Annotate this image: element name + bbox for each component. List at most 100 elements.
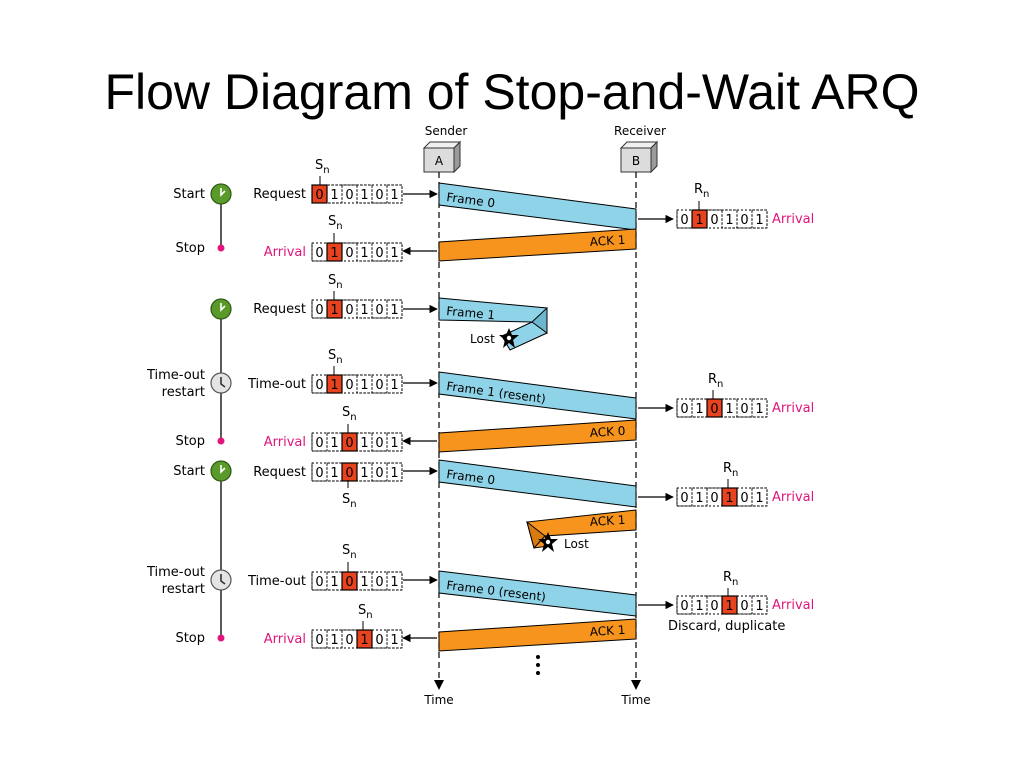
sender-row-label: Time-out [247,574,306,589]
ack-band-lost: ACK 1 Lost [526,509,637,552]
seq-bit: 0 [680,402,688,417]
discard-note: Discard, duplicate [668,619,785,634]
message-label: ACK 0 [589,424,625,440]
receiver-row-label: Arrival [772,401,814,416]
stop-dot [217,437,225,445]
sender-time-arrowhead [434,680,444,690]
seq-bit: 0 [345,188,353,203]
svg-text:Sn: Sn [342,405,357,423]
slide-title: Flow Diagram of Stop-and-Wait ARQ [104,64,920,120]
sender-row-label: Arrival [264,435,306,450]
seq-bit: 1 [330,575,338,590]
rn-label: Rn [708,372,723,399]
event-restart-label: restart [162,385,205,400]
message-label: ACK 1 [589,623,625,639]
seq-bit: 1 [390,466,398,481]
seq-bit: 1 [755,491,763,506]
seq-bit: 1 [725,213,733,228]
sn-label: Sn [358,603,373,630]
seq-bit: 0 [315,466,323,481]
sn-label: Sn [328,214,343,243]
event-stop-label: Stop [175,434,205,449]
seq-bit: 1 [330,378,338,393]
frame-band: Frame 0 [438,459,637,508]
seq-bit: 1 [390,303,398,318]
seq-bit: 0 [680,491,688,506]
seq-bit: 1 [330,633,338,648]
seq-cell [751,487,768,507]
stop-dot [217,634,225,642]
sn-label: Sn [342,405,357,433]
seq-bit: 1 [330,246,338,261]
seq-bit: 1 [695,599,703,614]
svg-text:Rn: Rn [694,182,709,200]
seq-bit: 1 [360,303,368,318]
seq-bit: 1 [755,213,763,228]
message-label: Frame 1 [446,304,496,322]
seq-cell [386,184,403,204]
seq-bit: 1 [330,436,338,451]
frame-band-lost: Frame 1 Lost [438,297,548,351]
seq-bit: 0 [375,633,383,648]
seq-bit: 1 [755,402,763,417]
seq-bit: 0 [710,599,718,614]
svg-text:Sn: Sn [328,348,343,366]
seq-bit: 1 [360,246,368,261]
seq-bit: 0 [375,436,383,451]
svg-text:Sn: Sn [328,214,343,232]
seq-bit: 1 [725,491,733,506]
seq-cell [386,571,403,591]
seq-cell [386,462,403,482]
receiver-row-label: Arrival [772,490,814,505]
message-label: ACK 1 [589,233,625,249]
sn-label: Sn [328,348,343,375]
message-label: Frame 0 [446,467,496,487]
svg-text:Sn: Sn [315,158,330,176]
event-start-label: Start [173,187,205,202]
event-stop-label: Stop [175,241,205,256]
svg-text:Sn: Sn [342,543,357,561]
svg-text:Sn: Sn [342,492,357,510]
seq-bit: 0 [315,246,323,261]
seq-bit: 1 [360,188,368,203]
seq-bit: 0 [375,246,383,261]
seq-bit: 1 [390,378,398,393]
seq-cell [386,242,403,262]
timeout-clock-icon [210,569,232,591]
receiver-label: Receiver [614,124,666,138]
sender-box: A [422,140,462,174]
rn-label: Rn [723,461,738,488]
receiver-time-label: Time [620,693,650,707]
seq-bit: 0 [315,188,323,203]
seq-bit: 0 [740,599,748,614]
event-stop-label: Stop [175,631,205,646]
seq-bit: 1 [390,246,398,261]
sn-label: Sn [328,273,343,300]
seq-bit: 0 [315,633,323,648]
seq-bit: 0 [345,378,353,393]
seq-bit: 1 [390,633,398,648]
start-clock-icon [210,298,232,320]
continuation-dots [536,655,540,675]
lost-label: Lost [564,537,589,551]
rn-label: Rn [723,570,738,596]
seq-bit: 0 [345,303,353,318]
seq-bit: 0 [710,213,718,228]
seq-bit: 1 [330,466,338,481]
seq-bit: 0 [680,599,688,614]
receiver-box-label: B [632,154,640,168]
sender-row-label: Time-out [247,377,306,392]
rn-label: Rn [694,182,709,210]
sender-row-label: Request [253,187,306,202]
seq-cell [386,374,403,394]
